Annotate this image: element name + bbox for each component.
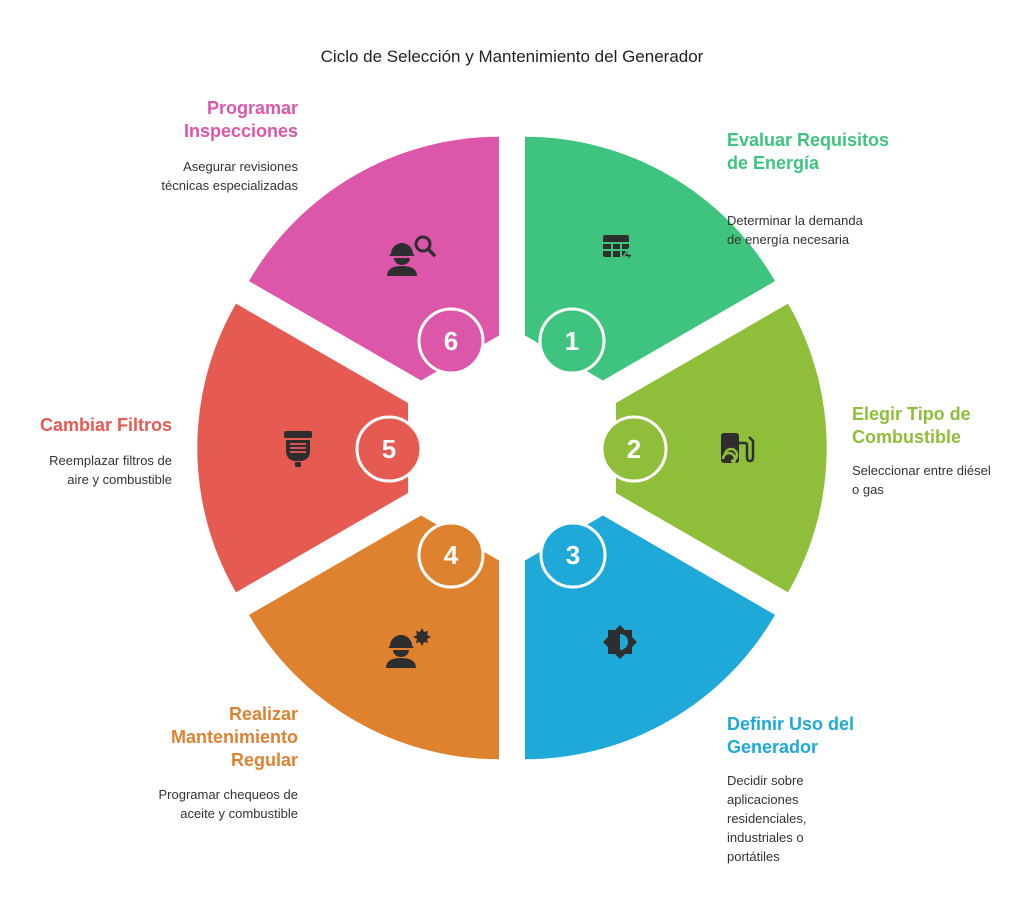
worker-gear-icon	[386, 628, 431, 668]
step-1-number: 1	[565, 326, 579, 356]
step-4-desc: Programar chequeos de aceite y combustib…	[158, 787, 298, 821]
step-4-badge	[417, 521, 485, 589]
step-2-number: 2	[627, 434, 641, 464]
step-1-desc: Determinar la demanda de energía necesar…	[727, 213, 863, 247]
step-5-title: Cambiar Filtros	[39, 415, 172, 435]
step-4-number: 4	[444, 540, 459, 570]
worker-search-icon	[387, 235, 436, 276]
step-5-desc: Reemplazar filtros de aire y combustible	[49, 453, 172, 487]
step-3-number: 3	[566, 540, 580, 570]
fuel-pump-icon	[721, 433, 755, 467]
step-3-desc: Decidir sobre aplicaciones residenciales…	[727, 773, 807, 864]
step-6-number: 6	[444, 326, 458, 356]
step-2-desc: Seleccionar entre diésel o gas	[852, 463, 991, 497]
step-1-badge	[538, 307, 606, 375]
step-4-title: Realizar Mantenimiento Regular	[170, 704, 298, 770]
gear-icon	[603, 625, 637, 659]
step-2-badge	[600, 415, 668, 483]
step-6-title: Programar Inspecciones	[183, 98, 298, 141]
filter-icon	[284, 431, 312, 467]
step-6-badge	[417, 307, 485, 375]
step-5-number: 5	[382, 434, 396, 464]
step-3-badge	[539, 521, 607, 589]
spreadsheet-lightning-icon	[603, 235, 635, 266]
step-6-desc: Asegurar revisiones técnicas especializa…	[161, 159, 298, 193]
diagram-title: Ciclo de Selección y Mantenimiento del G…	[320, 47, 704, 66]
step-2-title: Elegir Tipo de Combustible	[852, 404, 971, 447]
step-5-badge	[355, 415, 423, 483]
step-1-title: Evaluar Requisitos de Energía	[727, 130, 890, 173]
step-3-title: Definir Uso del Generador	[727, 714, 855, 757]
